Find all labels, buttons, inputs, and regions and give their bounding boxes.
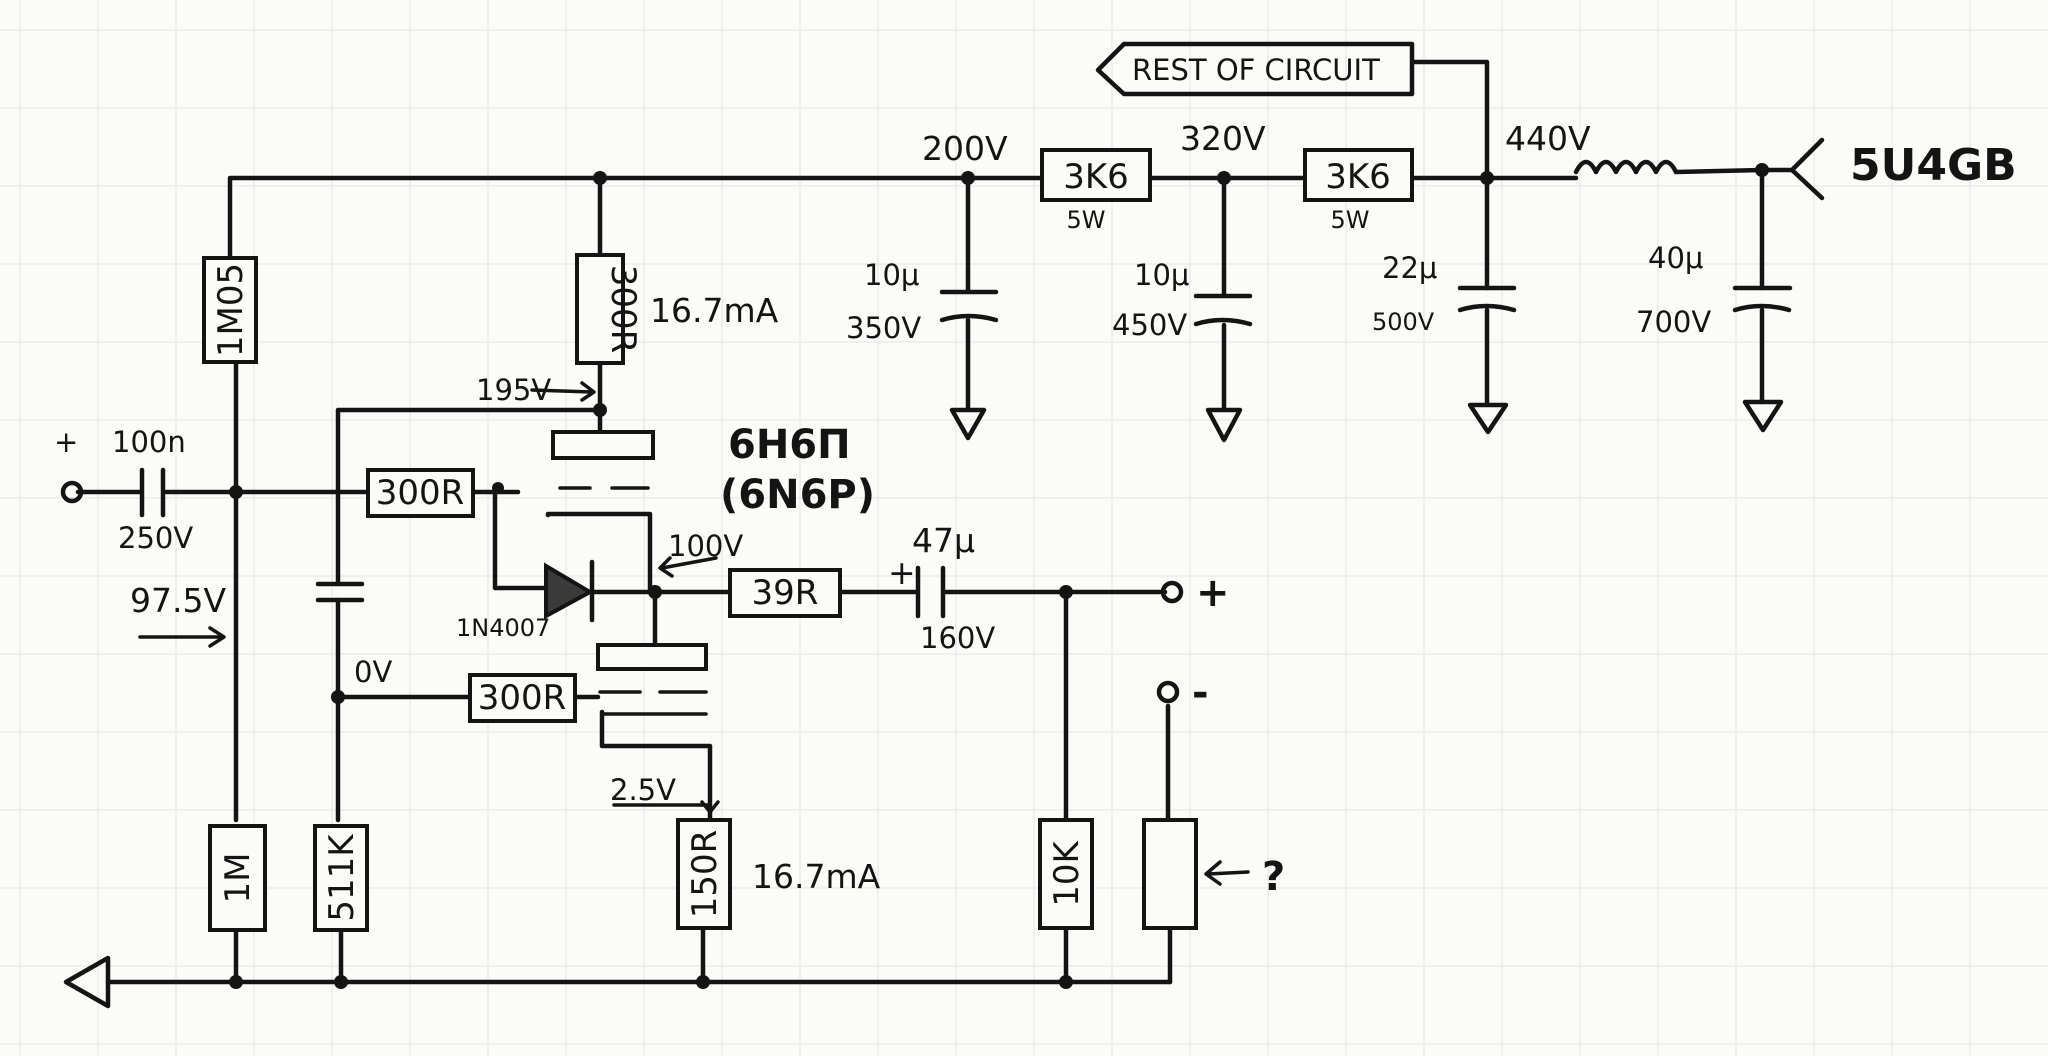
node-0v-label: 0V <box>354 655 392 689</box>
diode-1n4007 <box>544 559 595 623</box>
resistor-10k-label: 10K <box>1047 840 1087 907</box>
resistor-10k <box>1038 818 1094 930</box>
resistor-3k6-a <box>1040 148 1152 202</box>
arrow-icon <box>580 381 596 402</box>
labels: REST OF CIRCUIT 5U4GB 440V 320V 200V 3K6… <box>54 53 2017 922</box>
resistor-300r-grid-bottom-label: 300R <box>478 678 567 718</box>
resistor-3k6-a-label: 3K6 <box>1063 157 1129 197</box>
node-195v-label: 195V <box>476 373 551 407</box>
resistor-300r-grid-top-label: 300R <box>376 473 465 513</box>
cap-40u-value: 40μ <box>1648 241 1703 275</box>
wires <box>75 59 1825 985</box>
node-320v-label: 320V <box>1180 119 1266 158</box>
resistor-3k6-b <box>1303 148 1414 202</box>
rest-of-circuit-flag <box>1095 41 1415 97</box>
rectifier-label: 5U4GB <box>1850 140 2017 191</box>
resistor-1m05-label: 1M05 <box>211 263 251 357</box>
current-top-label: 16.7mA <box>650 291 779 330</box>
resistor-300r-top-label: 300R <box>603 265 643 354</box>
arrow-icon <box>658 556 674 578</box>
node-440v-label: 440V <box>1505 119 1591 158</box>
resistor-1m05 <box>202 256 258 364</box>
cap-10u-a-voltage: 450V <box>1112 308 1187 342</box>
output-cap-voltage: 160V <box>920 621 995 655</box>
arrow-icon <box>700 800 720 814</box>
load-question-label: ? <box>1262 854 1285 900</box>
output-plus-terminal <box>1160 580 1184 604</box>
input-cap-value: 100n <box>112 425 186 459</box>
tube-plate-lower <box>596 643 708 671</box>
resistor-511k-label: 511K <box>322 833 362 922</box>
terminals <box>60 480 1184 704</box>
diode-icon <box>544 562 595 620</box>
ground-icon <box>1467 402 1509 435</box>
node-200v-label: 200V <box>922 129 1008 168</box>
arrow-icon <box>1204 860 1222 886</box>
resistor-3k6-b-label: 3K6 <box>1325 157 1391 197</box>
input-plus-sign: + <box>54 425 78 459</box>
load-resistor <box>1142 818 1198 930</box>
node-97-5v-label: 97.5V <box>130 581 226 620</box>
node-2-5v-label: 2.5V <box>610 773 676 807</box>
cap-22u-value: 22μ <box>1382 251 1437 285</box>
resistors <box>202 148 1414 932</box>
cap-10u-b-value: 10μ <box>864 258 919 292</box>
output-plus-label: + <box>1196 570 1230 616</box>
tube-name: 6H6П <box>728 422 851 468</box>
resistor-3k6-b-power: 5W <box>1331 206 1370 234</box>
diode-label: 1N4007 <box>456 614 550 642</box>
resistor-1m-label: 1M <box>218 853 258 904</box>
junctions <box>229 163 1769 989</box>
rest-of-circuit-label: REST OF CIRCUIT <box>1132 53 1380 87</box>
resistor-300r-grid-bottom <box>468 673 577 723</box>
ground-icon <box>949 407 987 441</box>
cap-10u-a-value: 10μ <box>1134 258 1189 292</box>
resistor-3k6-a-power: 5W <box>1067 206 1106 234</box>
resistor-300r-grid-top <box>366 468 475 518</box>
resistor-39r <box>728 568 842 618</box>
tube-plate-upper <box>551 430 655 460</box>
annotation-arrows <box>138 381 1250 886</box>
ground-icon <box>1205 407 1243 443</box>
resistor-511k <box>313 824 369 932</box>
capacitors <box>139 285 1793 619</box>
tube-alt-name: (6N6P) <box>720 472 875 518</box>
output-cap-value: 47μ <box>912 521 975 560</box>
cap-10u-b-voltage: 350V <box>846 311 921 345</box>
ground-symbols <box>63 399 1784 1009</box>
cap-22u-voltage: 500V <box>1372 308 1435 336</box>
arrow-icon <box>208 626 226 648</box>
output-cap-plus: + <box>888 553 916 592</box>
resistor-1m <box>208 824 267 932</box>
node-100v-label: 100V <box>668 529 743 563</box>
current-bottom-label: 16.7mA <box>752 857 881 896</box>
resistor-39r-label: 39R <box>752 573 819 613</box>
ground-icon <box>63 955 111 1009</box>
cap-40u-voltage: 700V <box>1636 305 1711 339</box>
tube-6h6p <box>546 430 708 716</box>
input-cap-voltage: 250V <box>118 521 193 555</box>
resistor-150r-label: 150R <box>685 830 725 919</box>
output-minus-label: - <box>1192 670 1209 716</box>
resistor-150r <box>676 818 732 930</box>
resistor-300r-top <box>575 253 625 365</box>
output-minus-terminal <box>1156 680 1180 704</box>
ground-icon <box>1742 399 1784 433</box>
input-terminal <box>60 480 84 504</box>
